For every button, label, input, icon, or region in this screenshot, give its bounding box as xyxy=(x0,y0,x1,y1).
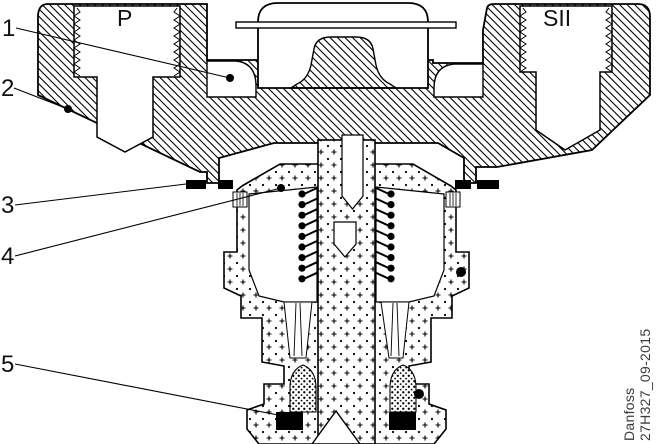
valve-core-left xyxy=(283,301,313,359)
port-sii-label: SII xyxy=(543,5,571,31)
gasket-upper-right-a xyxy=(455,180,471,189)
callout-2-dot xyxy=(64,105,72,113)
callout-1-label: 1 xyxy=(2,15,15,42)
stem-bottom-notch xyxy=(311,409,361,444)
callout-2-label: 2 xyxy=(1,75,14,102)
port-p-bore xyxy=(73,5,181,153)
cap-pin xyxy=(235,21,457,29)
housing-body xyxy=(37,3,651,184)
guide-bushing-right xyxy=(445,191,461,208)
seals xyxy=(186,180,499,430)
watermark: Danfoss 27H327_09-2015 xyxy=(621,329,653,441)
port-p-label: P xyxy=(117,5,132,31)
springs xyxy=(298,187,395,283)
callout-4-leader xyxy=(14,187,282,257)
callout-3-leader xyxy=(14,183,187,206)
poppet-cone-right xyxy=(389,364,417,413)
callouts xyxy=(13,27,285,416)
gasket-upper-right-b xyxy=(477,180,499,189)
poppet-cone-left xyxy=(289,364,317,413)
seal-bottom-right xyxy=(389,412,416,430)
callout-numbers: 1 2 3 4 5 xyxy=(1,15,15,378)
top-cap-assembly xyxy=(235,2,457,89)
gasket-upper-left-b xyxy=(218,180,233,189)
guide-bushing-left xyxy=(232,191,248,208)
callout-5-leader xyxy=(14,363,279,416)
valve-core-right xyxy=(380,301,410,359)
seat-ring-right xyxy=(433,63,484,98)
callout-1-leader xyxy=(15,27,231,79)
thread-zigzags xyxy=(73,7,613,77)
o-ring-side-upper xyxy=(456,267,466,277)
port-sii-bore xyxy=(519,5,613,151)
callout-5-label: 5 xyxy=(1,351,14,378)
callout-4-label: 4 xyxy=(1,243,14,270)
callout-3-label: 3 xyxy=(1,192,14,219)
gasket-upper-left-a xyxy=(186,180,206,189)
watermark-docnumber: 27H327_09-2015 xyxy=(637,329,653,441)
callout-2-leader xyxy=(13,87,69,110)
spindle-top xyxy=(288,36,399,89)
callout-1-dot xyxy=(226,74,234,82)
callout-4-dot xyxy=(277,184,285,192)
valve-seat-rings xyxy=(206,60,484,98)
o-ring-side-lower xyxy=(414,389,424,399)
housing-silhouette xyxy=(37,3,651,184)
stem-slot-lower xyxy=(333,221,357,258)
seal-bottom-left xyxy=(276,412,303,430)
watermark-brand: Danfoss xyxy=(621,388,637,441)
central-stem xyxy=(311,134,376,444)
stem-slot-upper xyxy=(341,134,364,210)
